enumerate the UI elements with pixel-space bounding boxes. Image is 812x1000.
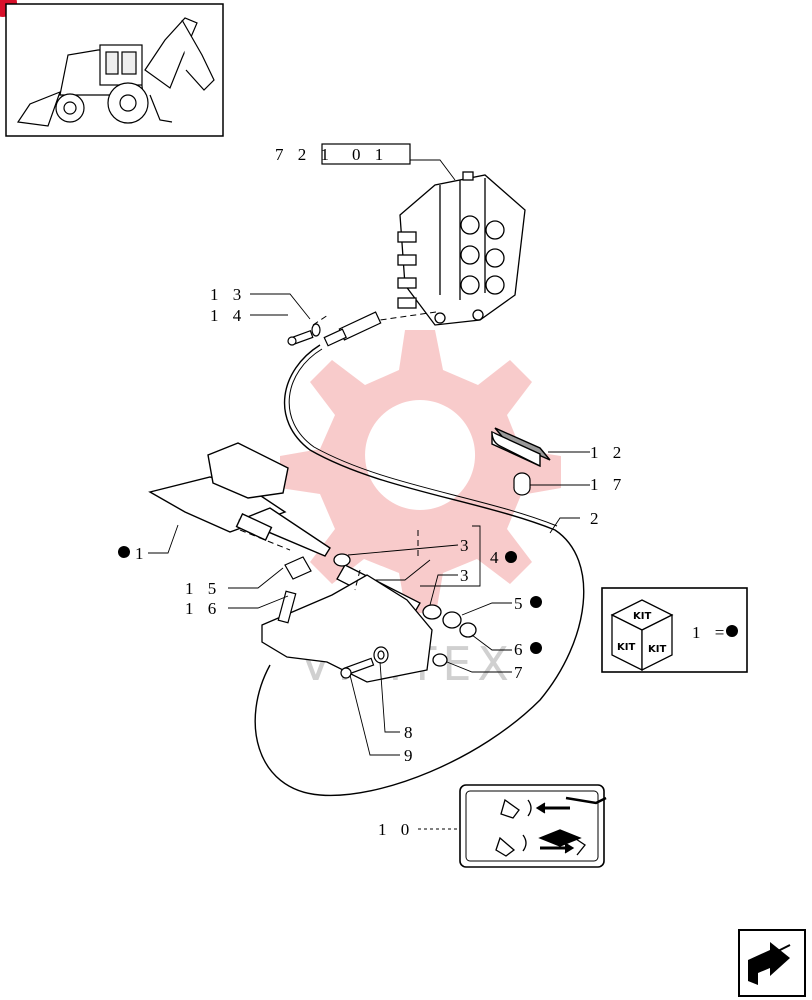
kit-legend: KIT KIT KIT 1 = [601, 587, 748, 673]
mounting-bracket [261, 574, 433, 683]
callout-16: 1 6 [185, 599, 221, 618]
backhoe-loader-icon [16, 17, 215, 127]
bolt-14 [287, 323, 321, 346]
callout-6: 6 [514, 640, 528, 659]
callout-14: 1 4 [210, 306, 246, 325]
kit-face-top: KIT [633, 611, 651, 622]
control-cable [254, 344, 585, 797]
kit-equation: 1 = [692, 623, 729, 642]
circlip-6 [459, 622, 477, 638]
bolt-9 [340, 657, 375, 679]
kit-face-left: KIT [617, 642, 635, 653]
watermark-gear-icon [280, 330, 561, 613]
callout-3b: 3 [460, 566, 474, 585]
callout-5-dot-icon [530, 596, 542, 608]
callout-1-dot-icon [118, 546, 130, 558]
callout-15: 1 5 [185, 579, 221, 598]
callout-8: 8 [404, 723, 418, 742]
pedal-assembly [148, 442, 331, 557]
machine-thumbnail [5, 3, 224, 137]
kit-dot-icon [726, 625, 738, 637]
bushing-17 [513, 472, 531, 496]
washer-5 [442, 611, 462, 629]
callout-9: 9 [404, 746, 418, 765]
grommet-12 [491, 427, 551, 468]
rod-end-16 [277, 590, 297, 624]
cable-end-fitting [323, 311, 382, 347]
ref-box [321, 143, 411, 165]
callout-4-dot-icon [505, 551, 517, 563]
callout-4: 4 [490, 548, 504, 567]
callout-3a: 3 [460, 536, 474, 555]
callout-2: 2 [590, 509, 604, 528]
nut-7 [432, 653, 448, 667]
washer-8 [373, 646, 389, 664]
callout-10: 1 0 [378, 820, 414, 839]
callout-6-dot-icon [530, 642, 542, 654]
callout-13: 1 3 [210, 285, 246, 304]
callout-1: 1 [135, 544, 149, 563]
decal-control-icons [495, 796, 607, 857]
callout-ref-box: 0 1 [352, 145, 388, 164]
callout-17: 1 7 [590, 475, 626, 494]
callout-7: 7 [514, 663, 528, 682]
clevis-15 [284, 556, 312, 580]
kit-face-right: KIT [648, 644, 666, 655]
decal-10 [459, 784, 607, 868]
callout-12: 1 2 [590, 443, 626, 462]
callout-5: 5 [514, 594, 528, 613]
callout-ref-prefix: 7 2 1 [275, 145, 334, 164]
kit-cube-icon [610, 599, 674, 672]
control-valve-assembly [397, 171, 526, 326]
next-page-arrow-icon[interactable] [738, 929, 806, 997]
